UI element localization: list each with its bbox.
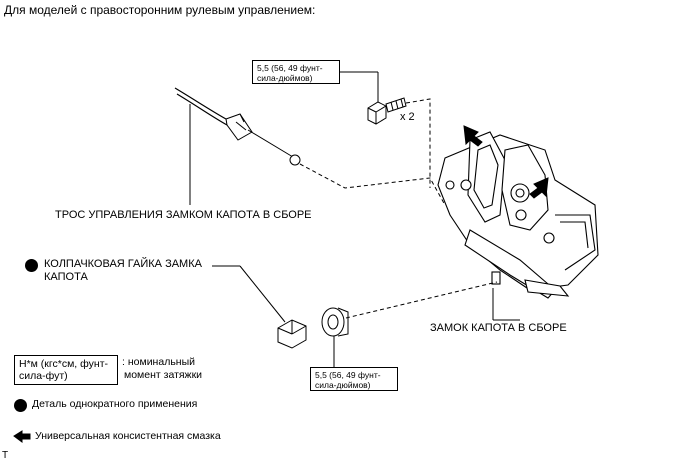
torque-spec-box-top: 5,5 (56, 49 фунт- сила-дюймов): [252, 60, 340, 84]
bolt-quantity: x 2: [400, 111, 415, 123]
cap-nut-label-line1: КОЛПАЧКОВАЯ ГАЙКА ЗАМКА: [44, 258, 202, 270]
legend-torque-desc-line1: : номинальный: [122, 356, 196, 368]
hood-lock-assembly-illustration: [437, 131, 599, 299]
cap-nut-label-line2: КАПОТА: [44, 271, 88, 283]
bolt-illustration-top: [340, 71, 431, 188]
footer-mark: T: [2, 450, 9, 461]
torque-spec-top-line1: 5,5 (56, 49 фунт-: [257, 63, 323, 73]
lock-assembly-label: ЗАМОК КАПОТА В СБОРЕ: [430, 322, 567, 334]
cap-nut-illustration: [212, 265, 307, 349]
single-use-marker: [25, 259, 38, 272]
torque-spec-top-line2: сила-дюймов): [257, 73, 313, 83]
legend-grease-arrow: [13, 430, 31, 443]
hood-lock-cable-illustration: [174, 87, 301, 205]
torque-spec-bottom-line1: 5,5 (56, 49 фунт-: [315, 370, 381, 380]
legend-single-use-icon: [14, 399, 27, 412]
legend-torque-desc-line2: момент затяжки: [124, 369, 203, 381]
nut-illustration: [321, 281, 498, 367]
legend-single-use-text: Деталь однократного применения: [32, 398, 198, 410]
torque-spec-box-bottom: 5,5 (56, 49 фунт- сила-дюймов): [310, 367, 398, 391]
legend-torque-box-line1: Н*м (кгс*см, фунт-: [19, 358, 109, 370]
legend-torque-box-line2: сила-фут): [19, 370, 68, 382]
cable-label: ТРОС УПРАВЛЕНИЯ ЗАМКОМ КАПОТА В СБОРЕ: [55, 209, 312, 221]
legend-torque-box: Н*м (кгс*см, фунт- сила-фут): [14, 355, 118, 385]
grease-arrows-illustration: [463, 125, 549, 199]
torque-spec-bottom-line2: сила-дюймов): [315, 380, 371, 390]
legend-grease-text: Универсальная консистентная смазка: [35, 430, 221, 442]
page-title: Для моделей с правосторонним рулевым упр…: [4, 3, 316, 17]
